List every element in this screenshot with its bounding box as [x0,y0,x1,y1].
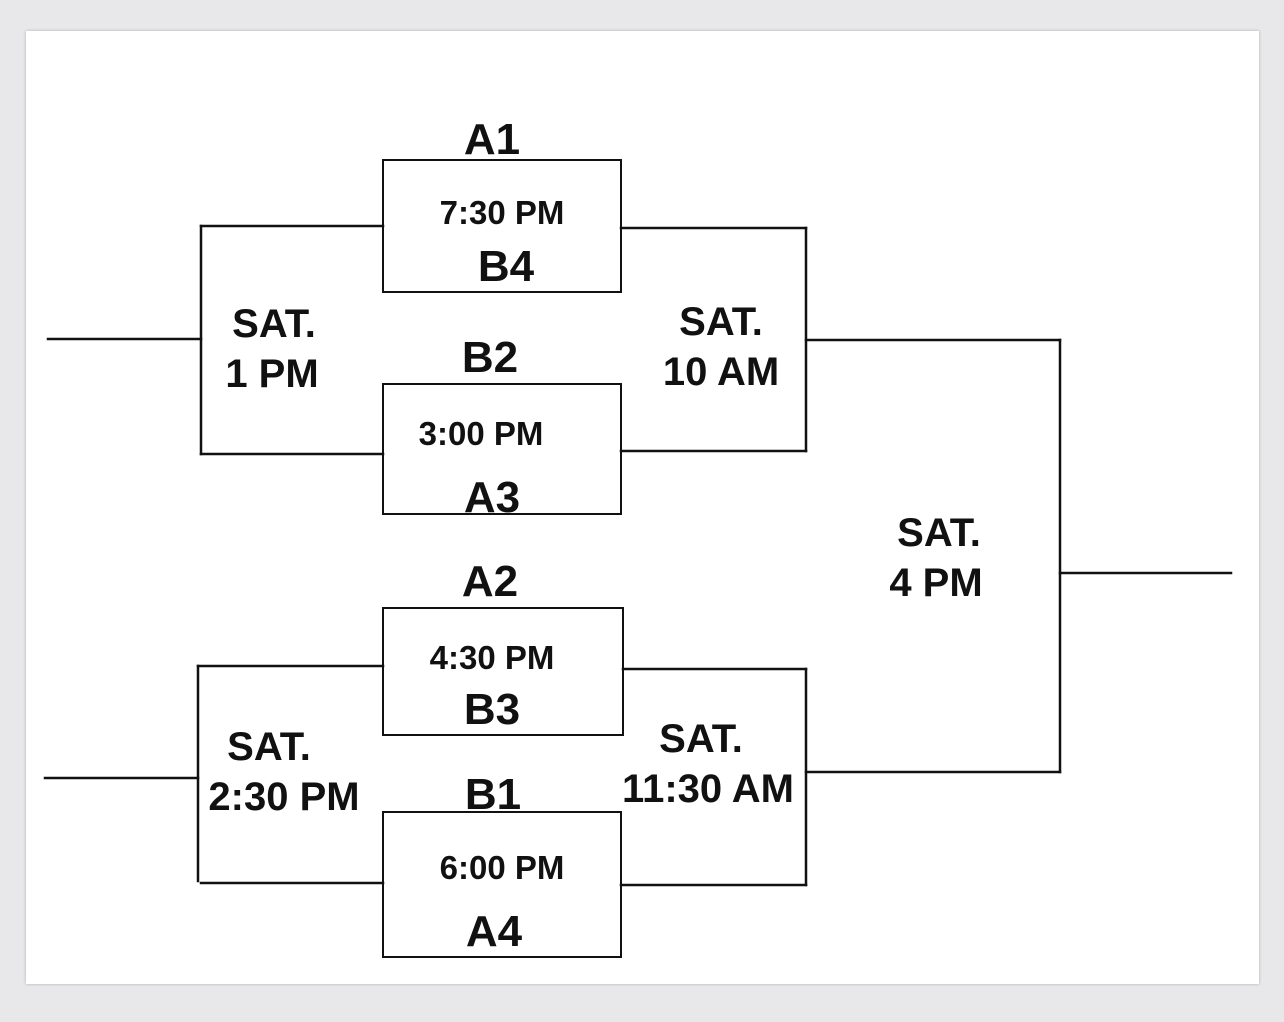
game-time: 11:30 AM [622,767,794,811]
game-day: SAT. [232,302,316,346]
game-time: 10 AM [662,350,780,394]
match-time: 6:00 PM [439,849,565,886]
match-box-3 [382,607,624,736]
bracket-sheet [26,31,1259,984]
team-label: B4 [477,242,535,291]
match-box-4 [382,811,622,958]
game-time: 4 PM [889,561,983,605]
team-label: A3 [463,473,521,522]
team-label: A1 [463,115,521,164]
game-day: SAT. [227,725,311,769]
team-label: B2 [461,333,519,382]
team-label: A4 [465,907,523,956]
match-box-1 [382,159,622,293]
team-label: B3 [463,685,521,734]
game-day: SAT. [679,300,763,344]
game-time: 1 PM [225,352,319,396]
team-label: B1 [464,770,522,819]
match-time: 7:30 PM [439,194,565,231]
team-label: A2 [461,557,519,606]
game-day: SAT. [897,511,981,555]
game-day: SAT. [659,717,743,761]
match-time: 3:00 PM [418,415,544,452]
game-time: 2:30 PM [208,775,360,819]
match-box-2 [382,383,622,515]
match-time: 4:30 PM [429,639,555,676]
